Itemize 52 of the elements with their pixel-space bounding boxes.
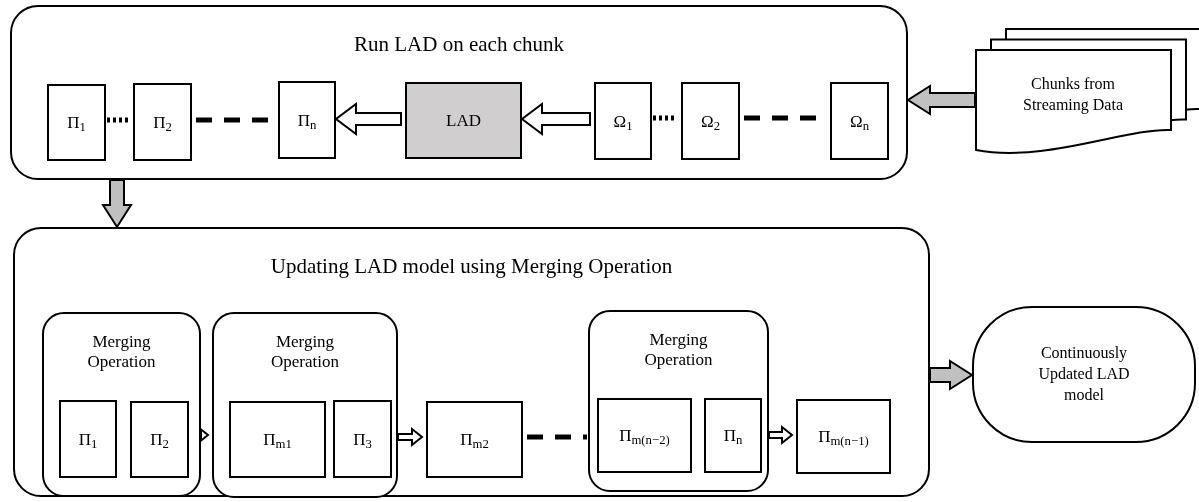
group-container bbox=[10, 5, 908, 180]
process-box bbox=[133, 83, 192, 161]
connector-line bbox=[196, 117, 270, 123]
node-label: Chunks from Streaming Data bbox=[1022, 74, 1124, 116]
document-stack bbox=[975, 28, 1199, 154]
node-label: Merging Operation bbox=[270, 332, 340, 373]
merge-container bbox=[212, 312, 398, 498]
connector-line bbox=[527, 434, 587, 440]
node-label: LAD bbox=[446, 112, 481, 129]
process-box bbox=[597, 398, 692, 473]
node-label: Π$_{2}$ bbox=[150, 431, 169, 448]
node-label: Π$_{n}$ bbox=[297, 111, 317, 129]
node-label: Ω$_{2}$ bbox=[701, 112, 720, 130]
process-box bbox=[278, 81, 336, 159]
block-arrow bbox=[397, 426, 424, 448]
node-label: Π$_{1}$ bbox=[67, 114, 86, 131]
node-label: Merging Operation bbox=[86, 332, 157, 373]
node-label: Π$_{m1}$ bbox=[263, 431, 292, 448]
node-label: Continuously Updated LAD model bbox=[1037, 343, 1131, 405]
node-label: Run LAD on each chunk bbox=[354, 31, 564, 58]
process-box bbox=[333, 400, 392, 478]
process-box bbox=[229, 401, 326, 478]
process-box bbox=[405, 82, 522, 159]
node-label: Π$_{3}$ bbox=[353, 430, 372, 448]
node-label: Π$_{n}$ bbox=[723, 427, 743, 444]
process-box bbox=[59, 400, 117, 478]
node-label: Π$_{2}$ bbox=[153, 113, 172, 131]
process-box bbox=[47, 84, 106, 161]
merge-container bbox=[588, 310, 769, 492]
connector-line bbox=[653, 115, 676, 121]
process-box bbox=[130, 401, 189, 478]
node-label: Updating LAD model using Merging Operation bbox=[270, 253, 673, 280]
process-box bbox=[796, 399, 891, 474]
process-box bbox=[426, 401, 523, 478]
node-label: Π$_{m2}$ bbox=[460, 431, 489, 448]
block-arrow bbox=[520, 102, 591, 136]
group-container bbox=[13, 227, 930, 497]
process-box bbox=[681, 82, 740, 160]
block-arrow bbox=[334, 102, 402, 136]
process-box bbox=[704, 398, 762, 473]
process-box bbox=[594, 82, 652, 160]
block-arrow bbox=[929, 359, 974, 391]
connector-line bbox=[107, 117, 128, 123]
block-arrow bbox=[906, 84, 976, 116]
block-arrow bbox=[768, 424, 794, 446]
node-label: Π$_{1}$ bbox=[78, 430, 98, 448]
node-label: Ω$_{1}$ bbox=[613, 112, 633, 130]
node-label: Merging Operation bbox=[643, 330, 714, 371]
block-arrow bbox=[101, 179, 133, 229]
merge-container bbox=[42, 312, 201, 497]
process-box bbox=[830, 82, 889, 160]
node-label: Ω$_{n}$ bbox=[850, 112, 869, 130]
